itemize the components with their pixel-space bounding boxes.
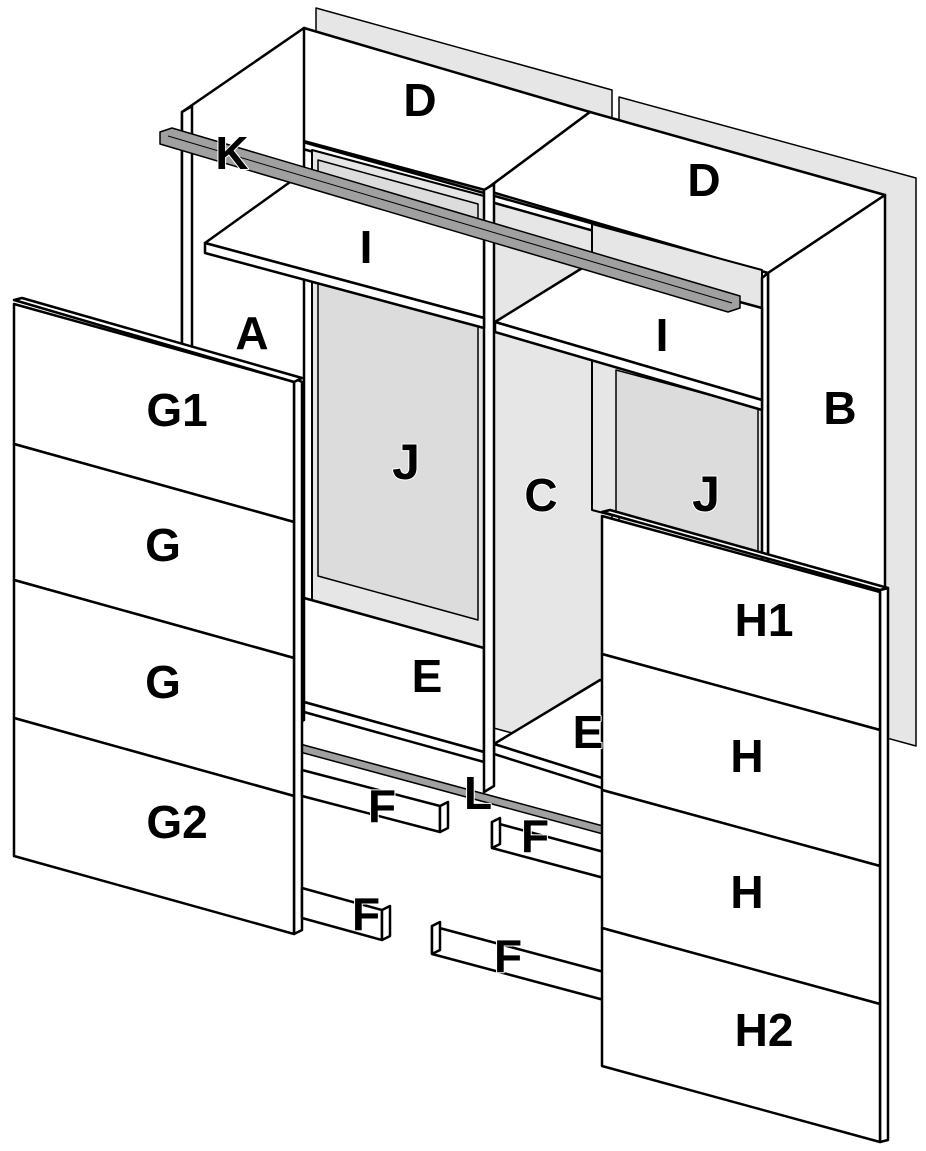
label-g-lower: G: [145, 656, 181, 708]
label-j-left: J: [392, 434, 420, 490]
label-i-left: I: [360, 221, 373, 273]
left-door-panels: [12, 296, 304, 936]
label-e-left: E: [412, 650, 443, 702]
label-f-lower-left: F: [352, 888, 380, 940]
door-g-top-edge: [12, 296, 304, 384]
label-f-upper-right: F: [521, 810, 549, 862]
label-b: B: [823, 382, 856, 434]
right-door-panels: [600, 508, 890, 1144]
label-f-lower-right: F: [494, 930, 522, 982]
label-f-upper-left: F: [368, 780, 396, 832]
label-h-upper: H: [730, 730, 763, 782]
centre-divider-face: [482, 182, 496, 794]
hanging-rail: [159, 127, 741, 313]
label-a: A: [235, 307, 268, 359]
door-g2-panel: [12, 716, 296, 936]
label-c: C: [524, 469, 557, 521]
shelf-left-front: [203, 241, 486, 330]
shelf-right-front: [493, 320, 764, 412]
label-i-right: I: [656, 309, 669, 361]
label-h2: H2: [735, 1004, 794, 1056]
plinth-boards: [300, 768, 606, 1002]
centre-divider-c: [482, 182, 496, 794]
label-d-right: D: [687, 154, 720, 206]
label-j-right: J: [692, 466, 720, 522]
plinth-f-lower-right-end: [430, 920, 442, 956]
hanging-rail-groove: [167, 135, 733, 304]
label-h-lower: H: [730, 866, 763, 918]
door-h-top-edge: [600, 508, 890, 592]
label-d-left: D: [403, 74, 436, 126]
label-g1: G1: [146, 384, 207, 436]
door-h2-panel: [600, 926, 882, 1144]
label-g-upper: G: [145, 519, 181, 571]
plinth-f-upper-right-end: [490, 816, 502, 850]
part-labels: D D K I I A B C J J E E L G1 G G G2 H1 H…: [144, 73, 858, 1057]
label-k: K: [215, 127, 248, 179]
label-g2: G2: [146, 796, 207, 848]
label-e-right: E: [573, 706, 604, 758]
label-l: L: [464, 767, 492, 819]
plinth-f-upper-left-end: [438, 800, 450, 834]
label-h1: H1: [735, 594, 794, 646]
plinth-f-lower-left-end: [380, 904, 392, 942]
